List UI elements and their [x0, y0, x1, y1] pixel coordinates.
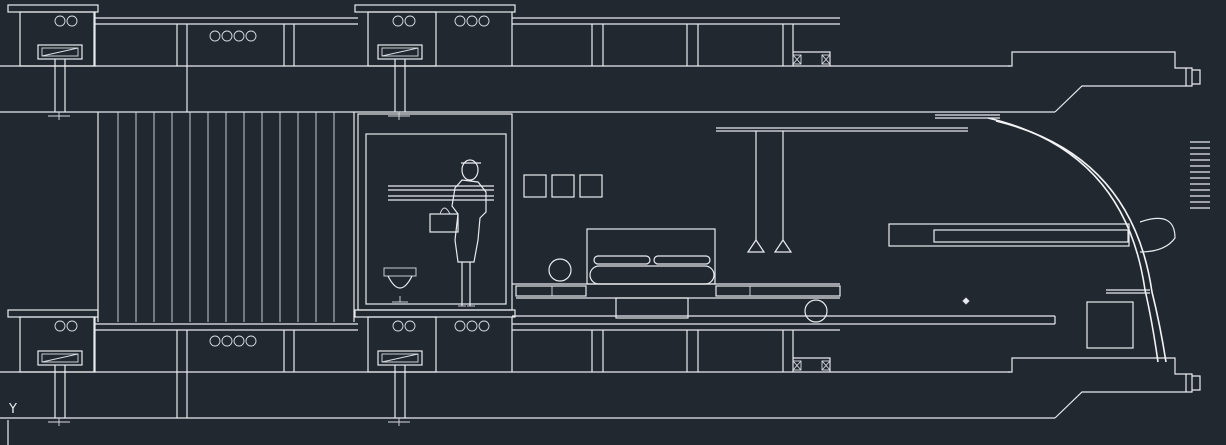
ucs-icon: Y	[7, 402, 17, 445]
top-structure	[0, 4, 1201, 120]
person-figure	[429, 159, 487, 307]
ucs-axis-label: Y	[8, 402, 17, 417]
bottom-structure	[0, 309, 1201, 426]
middle-section	[97, 112, 1210, 363]
